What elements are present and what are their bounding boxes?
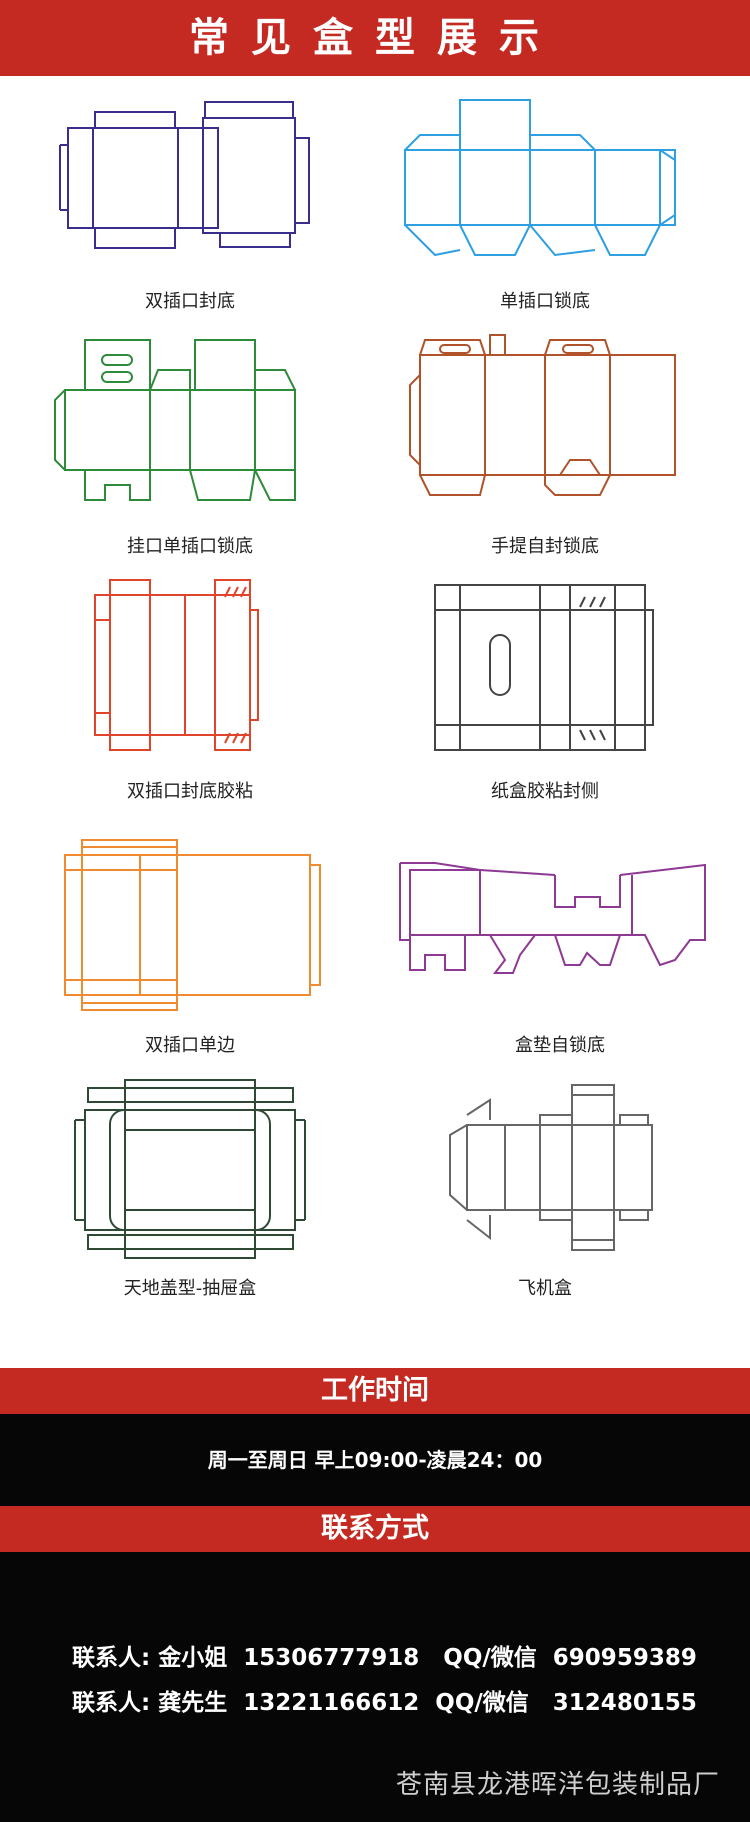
glued-side-dieline-icon [434,584,654,751]
hours-text: 周一至周日 早上09:00-凌晨24：00 [207,1448,543,1472]
tray-self-lock-dieline-icon [399,862,706,974]
contact-title: 联系方式 [0,1506,750,1552]
box-type-label: 盒垫自锁底 [515,1035,605,1056]
box-type-label: 双插口单边 [145,1035,235,1056]
box-type-label: 纸盒胶粘封侧 [491,781,599,802]
box-type-label: 手提自封锁底 [491,536,599,557]
company-name: 苍南县龙港晖洋包装制品厂 [395,1770,720,1800]
double-tuck-bottom-dieline-icon [59,101,310,249]
box-type-item: 双插口封底 [40,90,340,320]
hours-section: 周一至周日 早上09:00-凌晨24：00 [0,1414,750,1506]
contact-line: 联系人: 金小姐 15306777918 QQ/微信 690959389 [72,1645,697,1671]
box-type-label: 飞机盒 [518,1278,572,1299]
single-tuck-lock-bottom-dieline-icon [404,99,676,257]
mailer-box-dieline-icon [449,1084,653,1251]
box-type-item: 天地盖型-抽屉盒 [40,1070,340,1305]
hours-title: 工作时间 [0,1368,750,1414]
box-type-item: 单插口锁底 [395,90,695,320]
box-type-item: 挂口单插口锁底 [40,325,340,565]
double-tuck-single-edge-dieline-icon [64,839,321,1011]
box-type-label: 双插口封底 [145,291,235,312]
contact-line: 联系人: 龚先生 13221166612 QQ/微信 312480155 [72,1690,697,1716]
double-tuck-glued-dieline-icon [94,579,259,751]
contact-section: 联系人: 金小姐 15306777918 QQ/微信 690959389 联系人… [0,1552,750,1822]
box-type-label: 天地盖型-抽屉盒 [123,1278,257,1299]
hanger-tuck-lock-bottom-dieline-icon [54,339,296,501]
box-type-item: 盒垫自锁底 [395,825,725,1065]
box-type-item: 双插口单边 [40,825,340,1065]
box-type-label: 双插口封底胶粘 [127,781,253,802]
box-type-item: 飞机盒 [395,1070,695,1305]
box-type-label: 挂口单插口锁底 [127,536,253,557]
box-type-item: 双插口封底胶粘 [40,565,340,810]
page-title: 常见盒型展示 [0,0,750,76]
lid-drawer-box-dieline-icon [74,1079,306,1259]
box-type-label: 单插口锁底 [500,291,590,312]
box-type-item: 纸盒胶粘封侧 [395,565,695,810]
handle-self-lock-bottom-dieline-icon [409,334,676,496]
box-type-item: 手提自封锁底 [395,325,695,565]
